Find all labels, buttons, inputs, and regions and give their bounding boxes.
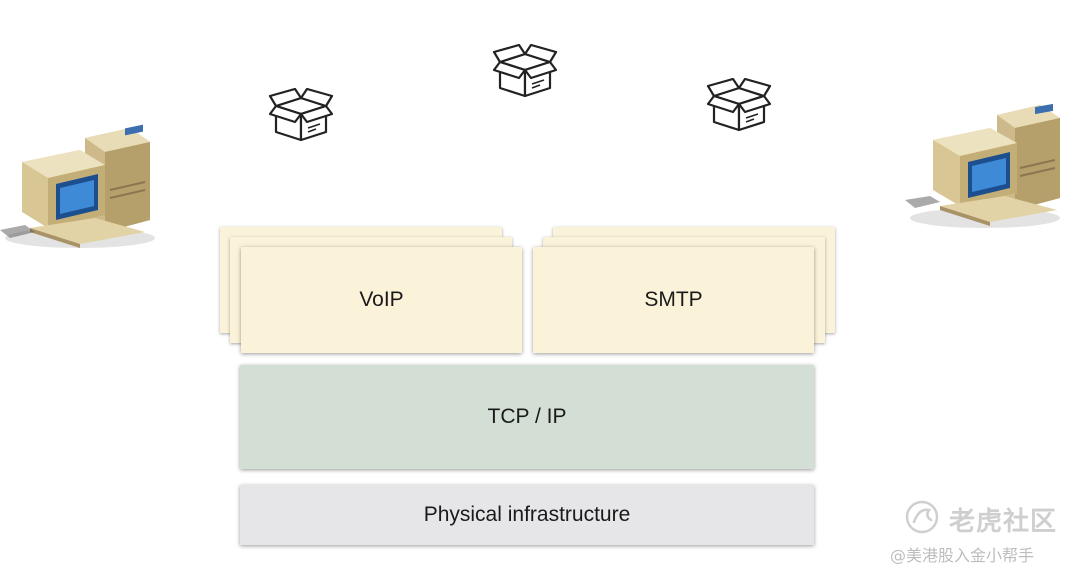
package-icon <box>706 77 772 134</box>
watermark: 老虎社区 @美港股入金小帮手 <box>890 500 1075 575</box>
right-computer-icon <box>905 100 1065 235</box>
watermark-handle: @美港股入金小帮手 <box>890 546 1035 565</box>
package-icon <box>268 87 334 144</box>
tiger-logo-icon <box>905 500 939 539</box>
left-computer-icon <box>0 120 155 255</box>
tcpip-layer: TCP / IP <box>240 365 814 469</box>
voip-label: VoIP <box>359 288 404 311</box>
smtp-label: SMTP <box>644 288 703 311</box>
physical-label: Physical infrastructure <box>423 503 631 526</box>
package-icon <box>492 43 558 100</box>
tcpip-label: TCP / IP <box>487 405 567 428</box>
smtp-layer: SMTP <box>533 247 814 353</box>
physical-infrastructure-layer: Physical infrastructure <box>240 485 814 545</box>
watermark-brand: 老虎社区 <box>949 507 1058 537</box>
voip-layer: VoIP <box>241 247 522 353</box>
